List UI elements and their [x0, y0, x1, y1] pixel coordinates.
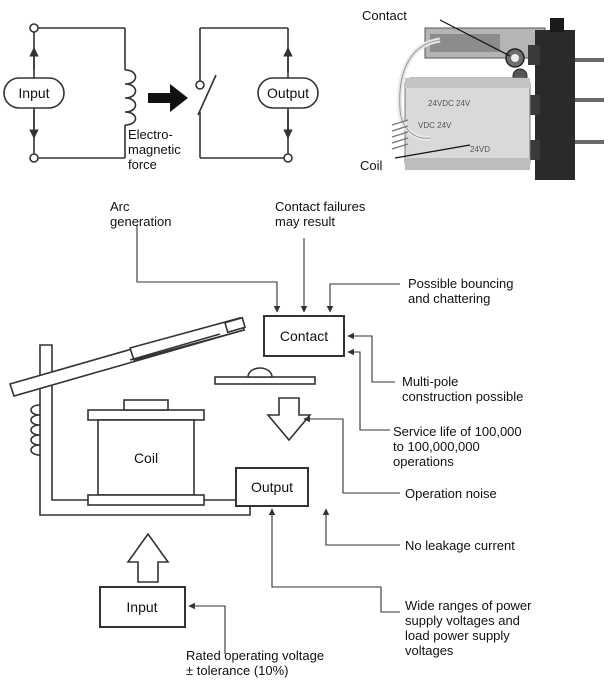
schematic — [29, 23, 293, 163]
output-arrow — [266, 397, 312, 442]
relay-input-label: Input — [126, 599, 157, 615]
annotation-bouncing: Possible bouncing and chattering — [408, 276, 514, 306]
force-arrow — [148, 84, 188, 112]
relay-mechanism — [8, 316, 316, 516]
svg-text:24VD: 24VD — [470, 145, 490, 154]
annotation-ranges: Wide ranges of power supply voltages and… — [405, 598, 532, 658]
annotation-connectors — [136, 225, 400, 654]
annotation-arc: Arc generation — [110, 199, 172, 229]
annotation-leakage: No leakage current — [405, 538, 515, 553]
relay-contact-box — [263, 315, 345, 357]
annotation-noise: Operation noise — [405, 486, 497, 501]
photo-coil-pointer — [394, 144, 471, 159]
force-label: Electro- magnetic force — [128, 127, 181, 172]
photo-contact-pointer — [439, 19, 511, 57]
relay-output-label: Output — [251, 479, 293, 495]
schematic-input-oval — [3, 77, 65, 109]
input-arrow — [126, 532, 170, 583]
svg-text:VDC 24V: VDC 24V — [418, 121, 452, 130]
schematic-output-label: Output — [267, 85, 309, 101]
photo-contact-label: Contact — [362, 8, 407, 23]
annotation-rated: Rated operating voltage ± tolerance (10%… — [186, 648, 325, 678]
relay-contact-label: Contact — [280, 328, 328, 344]
annotation-contact-failures: Contact failures may result — [275, 199, 366, 229]
coil-top-cap — [123, 399, 169, 411]
relay-coil-label: Coil — [134, 450, 158, 466]
relay-input-box — [99, 586, 186, 628]
annotation-service-life: Service life of 100,000 to 100,000,000 o… — [393, 424, 522, 469]
photo-coil-label: Coil — [360, 158, 383, 173]
svg-text:24VDC 24V: 24VDC 24V — [428, 99, 471, 108]
relay-output-box — [235, 467, 309, 507]
relay-photo: 24VDC 24V VDC 24V 24VD — [391, 18, 604, 180]
schematic-input-label: Input — [18, 85, 49, 101]
schematic-output-oval — [257, 77, 319, 109]
annotation-multipole: Multi-pole construction possible — [402, 374, 524, 404]
